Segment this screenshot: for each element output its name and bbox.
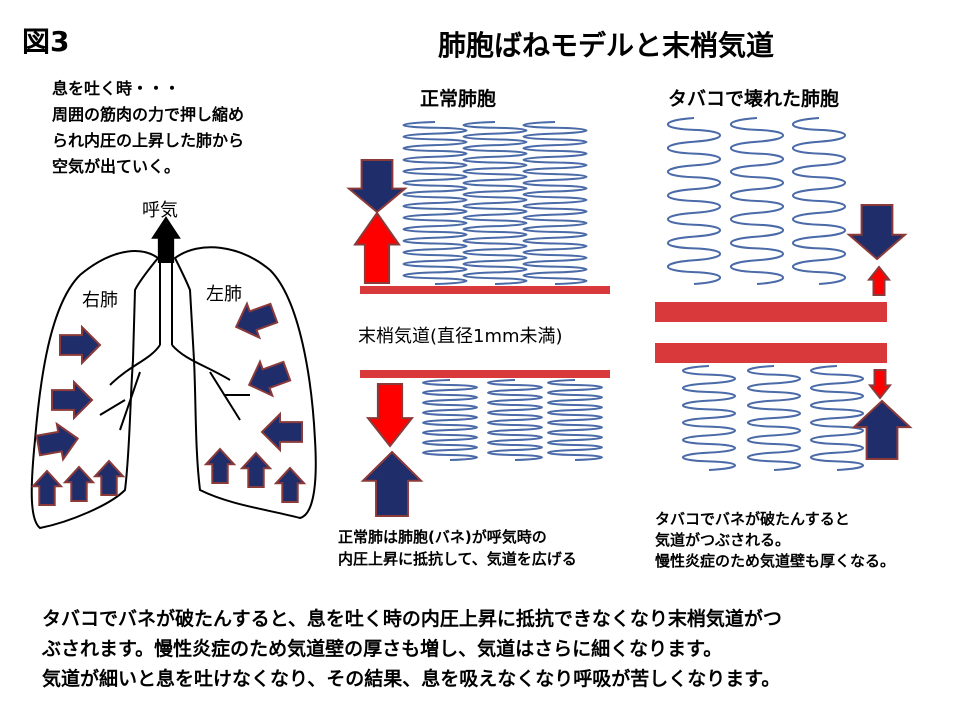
compression-arrow xyxy=(92,459,126,496)
exhale-label: 呼気 xyxy=(142,200,178,221)
normal-alveolus-spring xyxy=(402,121,468,285)
bronchi xyxy=(99,258,250,431)
normal-caption: 正常肺は肺胞(バネ)が呼気時の 内圧上昇に抵抗して、気道を広げる xyxy=(338,526,577,570)
caption-line: 正常肺は肺胞(バネ)が呼気時の xyxy=(338,528,547,546)
normal-alveoli-title: 正常肺胞 xyxy=(420,88,497,110)
pressure-arrow-up xyxy=(360,450,424,517)
resistance-arrow-up xyxy=(866,265,892,296)
normal-alveolus-spring xyxy=(487,379,543,461)
compression-arrow xyxy=(239,451,273,488)
note-line: 周囲の筋肉の力で押し縮め xyxy=(52,105,245,124)
normal-alveolus-spring xyxy=(547,379,603,461)
normal-airway-wall-top xyxy=(360,286,610,294)
figure-label: 図3 xyxy=(22,25,70,58)
summary-line: 気道が細いと息を吐けなくなり、その結果、息を吸えなくなり呼吸が苦しくなります。 xyxy=(42,668,781,690)
exhale-note: 息を吐く時・・・ 周囲の筋肉の力で押し縮め られ内圧の上昇した肺から 空気が出て… xyxy=(52,76,244,180)
damaged-alveolus-spring xyxy=(792,117,846,285)
damaged-alveolus-spring xyxy=(730,117,784,285)
compression-arrow xyxy=(59,324,102,366)
note-line: 空気が出ていく。 xyxy=(52,157,181,176)
exhale-arrow xyxy=(151,216,181,263)
normal-airway-wall-bottom xyxy=(360,370,610,378)
damaged-alveolus-spring xyxy=(682,365,736,471)
pressure-arrow-down xyxy=(846,204,908,261)
compression-arrow xyxy=(273,466,307,503)
damaged-alveolus-spring xyxy=(747,365,801,471)
note-line: られ内圧の上昇した肺から xyxy=(52,131,245,150)
summary-line: ぶされます。慢性炎症のため気道壁の厚さも増し、気道はさらに細くなります。 xyxy=(42,638,723,660)
caption-line: 気道がつぶされる。 xyxy=(655,531,791,549)
damaged-alveoli-title: タバコで壊れた肺胞 xyxy=(668,88,840,110)
compression-arrow xyxy=(247,359,292,398)
left-lung-label: 左肺 xyxy=(206,284,242,305)
caption-line: 慢性炎症のため気道壁も厚くなる。 xyxy=(655,552,896,570)
compression-arrow xyxy=(35,421,80,462)
compression-arrow xyxy=(51,379,94,421)
damaged-caption: タバコでバネが破たんすると 気道がつぶされる。 慢性炎症のため気道壁も厚くなる。 xyxy=(655,509,895,572)
resistance-arrow-down xyxy=(867,369,893,400)
right-lung-outline xyxy=(30,250,160,530)
note-line: 息を吐く時・・・ xyxy=(52,79,181,98)
caption-line: タバコでバネが破たんすると xyxy=(655,510,850,528)
compression-arrow xyxy=(260,411,303,453)
resistance-arrow-down xyxy=(365,383,415,448)
damaged-airway-wall-bottom xyxy=(655,343,887,363)
compression-arrow xyxy=(203,447,237,484)
summary-line: タバコでバネが破たんすると、息を吐く時の内圧上昇に抵抗できなくなり末梢気道がつ xyxy=(42,608,782,630)
page-title: 肺胞ばねモデルと末梢気道 xyxy=(438,29,775,62)
compression-arrow xyxy=(30,469,64,506)
pressure-arrow-up xyxy=(851,399,913,460)
compression-arrow xyxy=(62,465,96,502)
damaged-alveolus-spring xyxy=(667,117,721,285)
compression-arrow xyxy=(234,301,279,340)
normal-alveolus-spring xyxy=(522,121,588,285)
normal-alveolus-spring xyxy=(422,379,478,461)
pressure-arrow-down xyxy=(346,159,408,214)
right-lung-label: 右肺 xyxy=(82,290,118,311)
caption-line: 内圧上昇に抵抗して、気道を広げる xyxy=(338,550,577,568)
damaged-alveolus-spring xyxy=(810,365,864,471)
summary: タバコでバネが破たんすると、息を吐く時の内圧上昇に抵抗できなくなり末梢気道がつ … xyxy=(42,604,782,694)
normal-alveolus-spring xyxy=(462,121,528,285)
damaged-airway-wall-top xyxy=(655,302,887,322)
resistance-arrow-up xyxy=(353,211,401,284)
left-lung-outline xyxy=(173,246,317,520)
airway-label: 末梢気道(直径1mm未満) xyxy=(358,326,563,347)
